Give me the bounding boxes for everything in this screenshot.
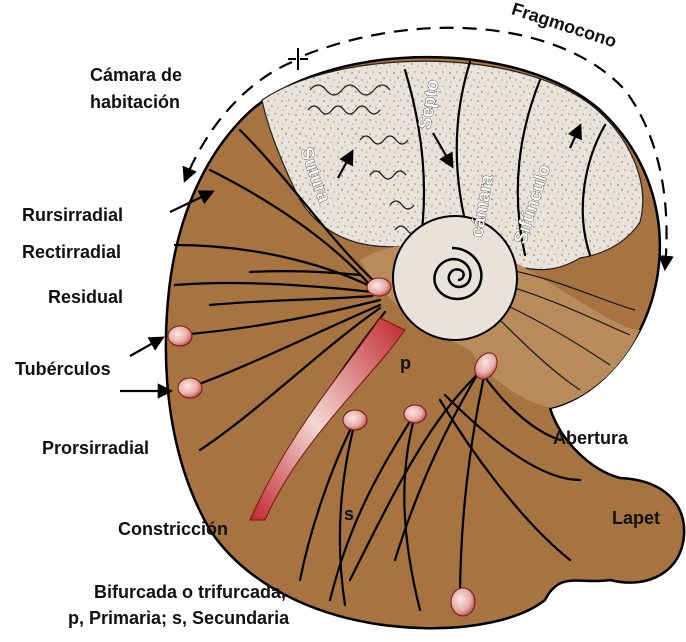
label-camara-habitacion-2: habitación	[90, 92, 180, 112]
label-rursirradial: Rursirradial	[22, 205, 123, 225]
umbilicus	[393, 216, 517, 340]
label-caption-2: p, Primaria; s, Secundaria	[68, 608, 290, 628]
label-residual: Residual	[48, 287, 123, 307]
tubercle-4	[343, 410, 367, 430]
label-constriccion: Constricción	[118, 519, 228, 539]
label-rectirradial: Rectirradial	[22, 242, 121, 262]
arc-divider	[288, 48, 308, 70]
label-tuberculos: Tubérculos	[15, 359, 111, 379]
arrow-tuberculos-1	[130, 338, 162, 356]
tubercle-7	[451, 588, 475, 616]
label-camara-habitacion-1: Cámara de	[90, 65, 182, 85]
label-fragmocono: Fragmocono	[509, 0, 619, 51]
tubercle-5	[404, 405, 426, 423]
label-s: s	[344, 504, 354, 524]
label-prorsirradial: Prorsirradial	[42, 438, 149, 458]
tubercle-3	[178, 378, 202, 398]
label-abertura: Abertura	[553, 428, 629, 448]
label-lapet: Lapet	[612, 508, 660, 528]
label-p: p	[400, 353, 411, 373]
tubercle-2	[168, 326, 192, 346]
label-caption-1: Bifurcada o trifurcada,	[94, 582, 286, 602]
tubercle-1	[367, 278, 391, 296]
